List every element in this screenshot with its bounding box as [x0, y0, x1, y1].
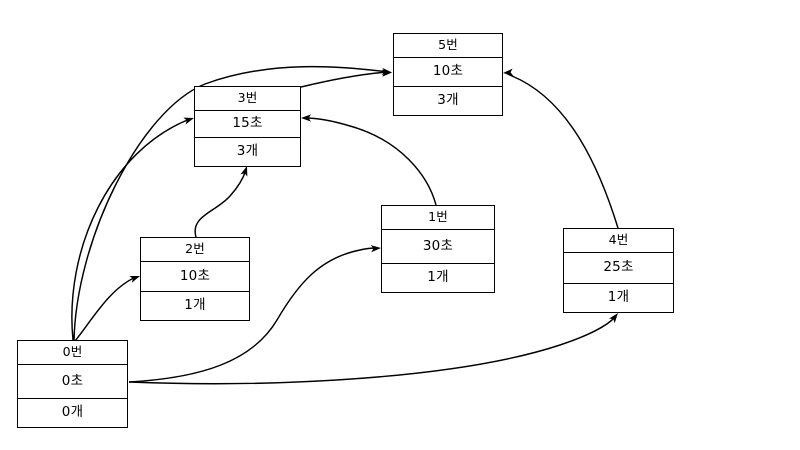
edge-2-to-3: [194, 166, 248, 238]
arrow-head: [503, 68, 514, 76]
node-count: 3개: [236, 143, 259, 160]
node-count: 1개: [184, 297, 206, 314]
edge-3-to-5: [300, 69, 392, 88]
node-name: 1번: [382, 206, 494, 230]
node-count: 0개: [61, 404, 84, 421]
node-count: 3개: [437, 92, 459, 109]
node-time: 30초: [382, 230, 494, 264]
node-time: 10초: [141, 262, 249, 292]
edge-0-to-4: [128, 313, 618, 385]
arrow-head: [370, 245, 381, 253]
arrow-head: [381, 67, 392, 76]
node-name: 2번: [141, 238, 249, 262]
node-time: 25초: [564, 253, 673, 284]
node-time: 15초: [195, 111, 300, 138]
node-name: 0번: [18, 341, 127, 365]
node-count: 1개: [607, 289, 630, 306]
node-time: 10초: [394, 58, 502, 87]
node-count: 1개: [427, 269, 449, 286]
node-name: 4번: [564, 229, 673, 253]
arrow-head: [381, 69, 392, 77]
edge-1-to-3: [301, 114, 437, 206]
edge-0-to-2: [74, 276, 140, 342]
arrow-head: [301, 114, 311, 122]
node-time: 0초: [18, 365, 127, 399]
edge-4-to-5: [503, 68, 619, 229]
node-name: 3번: [195, 87, 300, 111]
node-name: 5번: [394, 34, 502, 58]
